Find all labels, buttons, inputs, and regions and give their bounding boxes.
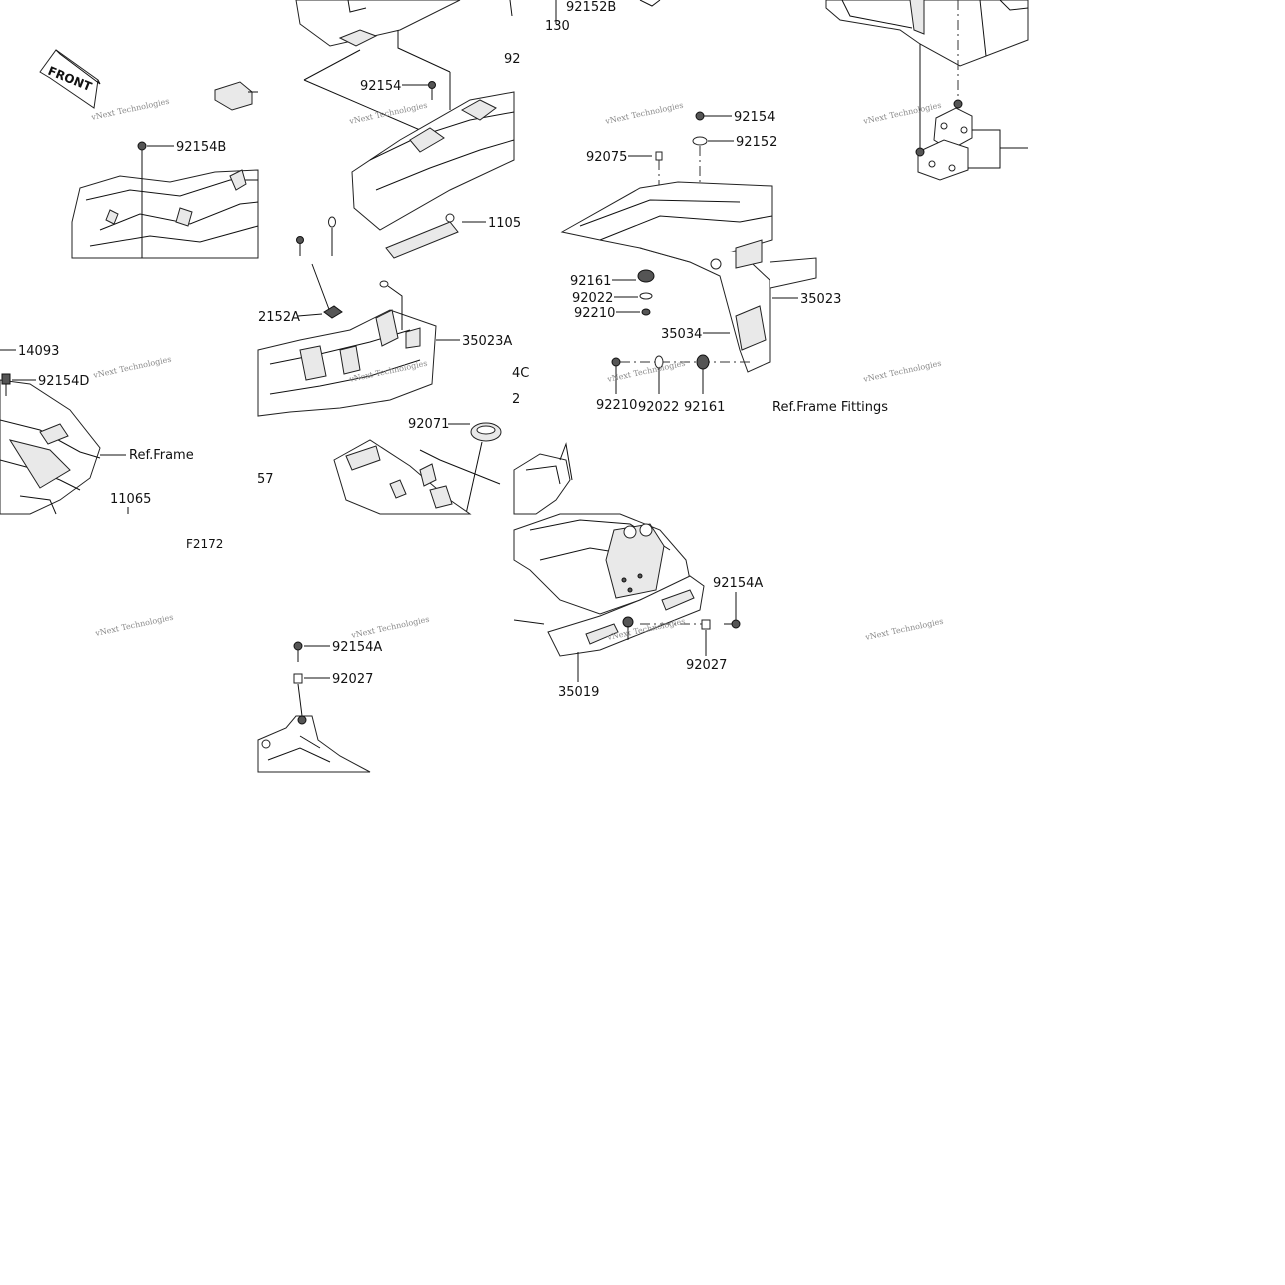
label-35019: 35019 bbox=[558, 685, 599, 700]
label-92022: 92022 bbox=[572, 291, 613, 306]
label-35023: 35023 bbox=[800, 292, 841, 307]
label-92027: 92027 bbox=[686, 658, 727, 673]
watermark: vNext Technologies bbox=[862, 359, 943, 385]
label-92154A-bottom: 92154A bbox=[332, 640, 382, 655]
label-92027-bottom: 92027 bbox=[332, 672, 373, 687]
label-92154B: 92154B bbox=[176, 140, 226, 155]
label-4C: 4C bbox=[512, 366, 529, 381]
label-1105: 1105 bbox=[488, 216, 521, 231]
label-14093: 14093 bbox=[18, 344, 59, 359]
label-f2172: F2172 bbox=[186, 537, 223, 551]
watermark: vNext Technologies bbox=[90, 97, 171, 123]
label-92154A: 92154A bbox=[713, 576, 763, 591]
label-92152B: 92152B bbox=[566, 0, 616, 15]
label-92161-bottom: 92161 bbox=[684, 400, 725, 415]
label-2-cut: 2 bbox=[512, 392, 520, 407]
label-35023A: 35023A bbox=[462, 334, 512, 349]
panel-rear-frame-left: 92154D 14093 Ref.Frame 11065 F2172 bbox=[0, 344, 223, 551]
watermark: vNext Technologies bbox=[92, 355, 173, 381]
bolt-92154B bbox=[137, 141, 147, 258]
label-92152-right: 92152 bbox=[736, 135, 777, 150]
watermark: vNext Technologies bbox=[864, 617, 945, 643]
label-92071: 92071 bbox=[408, 417, 449, 432]
label-92022-bottom: 92022 bbox=[638, 400, 679, 415]
label-92075: 92075 bbox=[586, 150, 627, 165]
label-ref-frame: Ref.Frame bbox=[129, 448, 194, 463]
label-92161: 92161 bbox=[570, 274, 611, 289]
label-92154-right: 92154 bbox=[734, 110, 775, 125]
label-92-cut: 92 bbox=[504, 52, 521, 67]
panel-front-frame: FRONT 92154B bbox=[39, 49, 259, 259]
grommet-92071 bbox=[470, 422, 502, 442]
watermark: vNext Technologies bbox=[94, 613, 175, 639]
panel-tail-piece: 92154A 92027 bbox=[257, 640, 382, 773]
label-2152A: 2152A bbox=[258, 310, 300, 325]
label-92154: 92154 bbox=[360, 79, 401, 94]
label-92210-bottom: 92210 bbox=[596, 398, 637, 413]
watermark: vNext Technologies bbox=[604, 101, 685, 127]
label-35034: 35034 bbox=[661, 327, 702, 342]
panel-plate-bracket: 35019 92027 92154A bbox=[513, 442, 763, 700]
bolt-92154 bbox=[428, 81, 436, 100]
label-ref-frame-fittings: Ref.Frame Fittings bbox=[772, 400, 888, 415]
watermark: vNext Technologies bbox=[350, 615, 431, 641]
panel-battery-box bbox=[825, 0, 1029, 181]
front-arrow-icon: FRONT bbox=[39, 49, 101, 109]
label-92210: 92210 bbox=[574, 306, 615, 321]
panel-rear-fender: 92152B 130 92154 92152 92075 35023 35034 bbox=[509, 0, 888, 415]
label-130: 130 bbox=[545, 19, 570, 34]
panel-seat-cowl: 92154 92 1105 2152A 35023A 4C 2 57 bbox=[257, 0, 529, 515]
watermark: vNext Technologies bbox=[862, 101, 943, 127]
label-57: 57 bbox=[257, 472, 274, 487]
label-11065: 11065 bbox=[110, 492, 151, 507]
bolt-92154D bbox=[1, 373, 11, 396]
label-92154D: 92154D bbox=[38, 374, 89, 389]
